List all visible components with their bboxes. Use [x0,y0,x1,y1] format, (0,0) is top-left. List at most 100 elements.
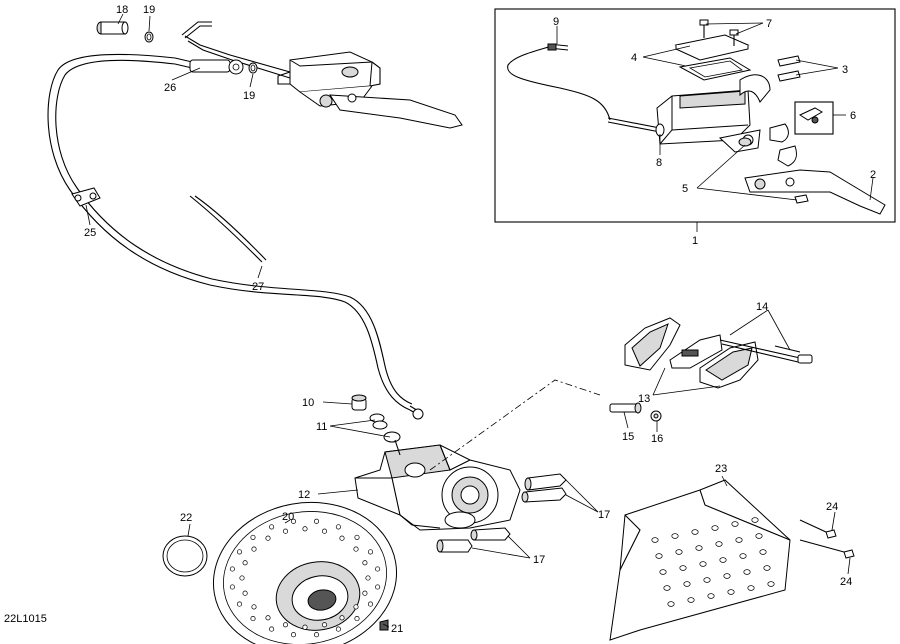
callout-25: 25 [84,227,96,239]
disc-hole [367,601,374,607]
disc-hole [251,604,257,610]
callout-24-bottom: 24 [840,576,852,588]
brake-hose [47,53,413,411]
brake-lever-2 [744,169,886,215]
callout-5: 5 [682,183,688,195]
piston-8 [607,117,665,137]
guard-hole [767,581,775,587]
disc-hole [290,518,297,524]
guard-hole [747,585,755,591]
callout-20: 20 [282,511,294,523]
guard-hole [715,541,723,547]
pin-clip-16 [650,410,662,422]
disc-hole [375,566,381,572]
guard-hole [759,549,767,555]
disc-hole [269,626,275,632]
callout-11: 11 [316,421,327,433]
callout-17-bottom: 17 [533,554,545,566]
disc-hole [229,566,235,572]
washer-11 [369,413,401,443]
disc-hole [362,560,368,566]
callout-22: 22 [180,512,192,524]
guard-hole [691,529,699,535]
callout-24-top: 24 [826,501,838,513]
skid-plate-23 [609,479,791,641]
callout-27: 27 [252,281,264,293]
hose-27 [189,195,267,263]
bleeder-10 [351,394,367,411]
callout-17-top: 17 [598,509,610,521]
disc-hole [313,632,320,638]
callout-21: 21 [391,623,403,635]
guard-hole [651,537,659,543]
disc-hole [302,526,308,532]
washer-19-top [144,31,154,43]
guard-hole [763,565,771,571]
callout-2: 2 [870,169,876,181]
guard-hole [707,593,715,599]
callouts: 1 2 3 4 5 6 7 8 9 10 11 12 13 14 15 16 1… [84,4,876,635]
reservoir-cover-4 [674,34,752,81]
brake-disc-20 [212,501,398,644]
guard-hole [663,585,671,591]
callout-6: 6 [850,110,856,122]
disc-hole [375,584,381,590]
callout-1: 1 [692,235,698,247]
disc-hole [302,624,308,630]
callout-3: 3 [842,64,848,76]
guard-hole [687,597,695,603]
master-cylinder-body [656,89,761,153]
callout-15: 15 [622,431,634,443]
callout-26: 26 [164,82,176,94]
callout-7: 7 [766,18,772,30]
guard-hole [723,573,731,579]
guard-hole [655,553,663,559]
guard-hole [699,561,707,567]
guard-hole [743,569,751,575]
disc-hole [229,584,235,590]
banjo-fitting-26 [189,59,244,75]
pivot-boot [777,145,797,167]
disc-hole [242,590,248,596]
hose-clip-25 [71,187,101,207]
o-ring-22 [162,535,208,577]
disc-hole [269,524,275,530]
brake-light-switch-wire-9 [507,43,611,121]
callout-19-mid: 19 [243,90,255,102]
disc-hole [339,615,345,621]
disc-hole [354,616,360,622]
disc-hole [236,601,243,607]
disc-hole [250,534,256,540]
brake-switch-6 [794,101,834,135]
callout-10: 10 [302,397,314,409]
disc-hole [265,535,271,541]
brake-pads-13 [624,317,759,389]
disc-hole [251,546,257,552]
caliper-12 [354,444,521,531]
diagram-code: 22L1015 [4,613,47,625]
disc-hole [339,535,345,541]
guard-hole [703,577,711,583]
clamp-3 [739,55,801,103]
disc-hole [282,528,289,534]
disc-hole [362,590,368,596]
guard-hole [719,557,727,563]
guard-hole [659,569,667,575]
disc-hole [239,575,245,581]
disc-hole [321,622,328,628]
disc-hole [313,518,320,524]
bolt-24 [799,519,855,559]
guard-hole [755,533,763,539]
disc-hole [367,549,374,555]
disc-hole [236,549,243,555]
disc-hole [353,604,359,610]
callout-9: 9 [553,16,559,28]
banjo-bolt-18 [96,21,129,35]
callout-23: 23 [715,463,727,475]
disc-hole [354,534,360,540]
callout-19-top: 19 [143,4,155,16]
guard-hole [739,553,747,559]
disc-hole [353,546,359,552]
guard-hole [667,601,675,607]
disc-hole [335,524,341,530]
